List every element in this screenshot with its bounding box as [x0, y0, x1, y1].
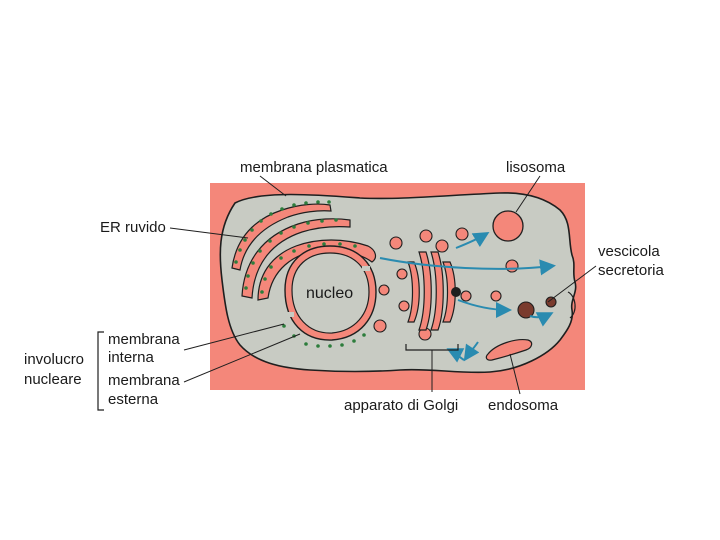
label-membrana-interna-1: membrana — [108, 331, 180, 348]
label-membrana-interna-2: interna — [108, 349, 155, 366]
label-membrana-esterna-2: esterna — [108, 391, 159, 408]
ribosomes — [234, 200, 357, 294]
golgi-apparatus — [407, 251, 456, 331]
label-er-ruvido: ER ruvido — [100, 219, 166, 236]
label-membrana-plasmatica: membrana plasmatica — [240, 159, 388, 176]
label-apparato-golgi: apparato di Golgi — [344, 397, 458, 414]
lysosome — [492, 210, 524, 242]
vesicles — [373, 227, 519, 341]
label-membrana-esterna-1: membrana — [108, 372, 180, 389]
involucro-bracket — [97, 331, 104, 411]
nucleus — [284, 245, 377, 341]
pointer-lines — [169, 175, 597, 395]
secretory-vesicles — [517, 291, 576, 319]
label-lisosoma: lisosoma — [506, 159, 566, 176]
label-involucro-1: involucro — [24, 351, 84, 368]
label-endosoma: endosoma — [488, 397, 559, 414]
label-vescicola-2: secretoria — [598, 262, 665, 279]
endosome — [485, 339, 533, 361]
label-involucro-2: nucleare — [24, 371, 82, 388]
golgi-vesicle — [451, 287, 461, 297]
label-nucleo: nucleo — [306, 285, 353, 302]
label-vescicola-1: vescicola — [598, 243, 660, 260]
nuclear-ribosomes — [282, 324, 366, 348]
